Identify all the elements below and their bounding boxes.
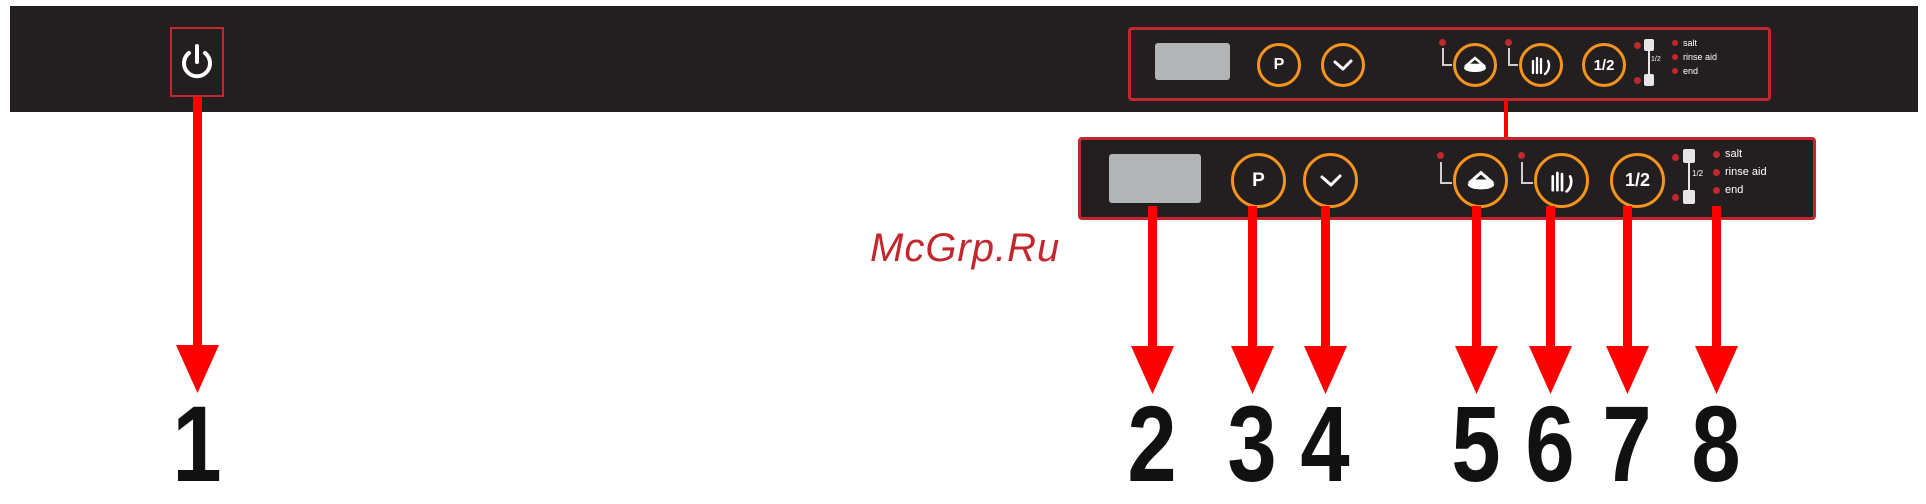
callout-number-1: 1 [164,390,230,498]
callout-number-5: 5 [1443,390,1509,498]
arrow-1 [176,97,219,393]
callout-number-8: 8 [1683,390,1749,498]
arrow-3 [1231,206,1274,394]
callout-number-7: 7 [1594,390,1660,498]
callout-number-3: 3 [1219,390,1285,498]
callout-number-6: 6 [1517,390,1583,498]
arrow-7 [1606,206,1649,394]
arrow-4 [1304,206,1347,394]
arrow-2 [1131,206,1174,394]
arrow-6 [1529,206,1572,394]
callout-number-2: 2 [1119,390,1185,498]
callout-number-4: 4 [1292,390,1358,498]
arrow-8 [1695,206,1738,394]
arrow-5 [1455,206,1498,394]
